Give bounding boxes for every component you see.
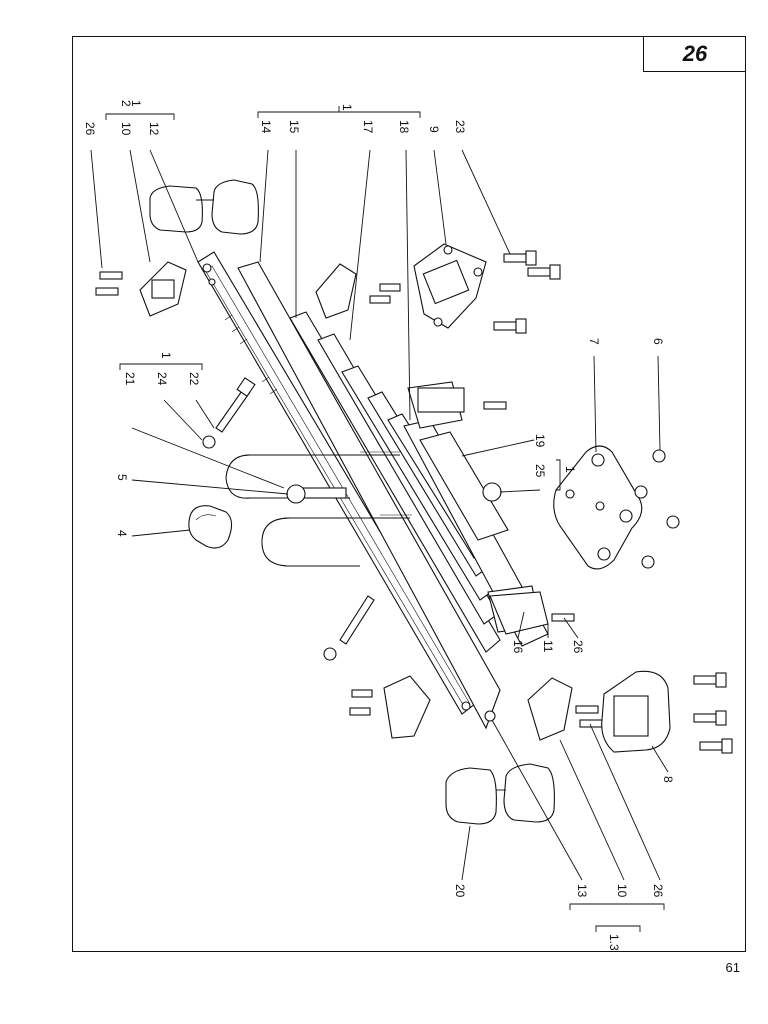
callout: 13 xyxy=(575,884,589,898)
leaf-14 xyxy=(237,261,501,730)
u-bolts xyxy=(225,451,412,567)
callout: 8 xyxy=(661,776,675,783)
bolt-22 xyxy=(202,377,256,449)
callout: 1 xyxy=(340,104,354,111)
callout: 17 xyxy=(361,120,375,134)
callout: 1 xyxy=(129,100,143,107)
bracket-lower-left xyxy=(349,675,431,739)
callout: 4 xyxy=(115,530,129,537)
nuts-6 xyxy=(482,449,680,569)
callout: 1.3 xyxy=(607,934,621,951)
callout: 23 xyxy=(453,120,467,134)
rubber-bumper-4 xyxy=(188,505,233,549)
bolts-8 xyxy=(693,672,733,754)
callout: 16 xyxy=(511,640,525,654)
shackle-lower-10 xyxy=(527,677,603,741)
callout: 26 xyxy=(571,640,585,654)
page-number: 61 xyxy=(725,960,740,975)
callout: 19 xyxy=(533,434,547,448)
group-brackets xyxy=(105,106,665,932)
callout: 14 xyxy=(259,120,273,134)
diagram-frame xyxy=(72,36,746,952)
bolt-lower xyxy=(323,595,375,661)
figure-number-badge: 26 xyxy=(643,36,746,72)
clamp-plate-19 xyxy=(419,431,509,541)
callout: 1 xyxy=(563,466,577,473)
leader-lines xyxy=(90,149,669,881)
bolts-23 xyxy=(493,250,561,334)
leaf-15 xyxy=(289,311,501,653)
spring-bracket-8 xyxy=(601,670,671,753)
callout: 18 xyxy=(397,120,411,134)
hanger-bracket-7 xyxy=(553,445,643,570)
callout: 15 xyxy=(287,120,301,134)
callout: 10 xyxy=(119,122,133,136)
callout: 26 xyxy=(651,884,665,898)
bolts-26-top xyxy=(95,271,123,296)
callout: 5 xyxy=(115,474,129,481)
callout: 22 xyxy=(187,372,201,386)
callout: 9 xyxy=(427,126,441,133)
callout: 2 xyxy=(119,100,133,107)
rubber-bush-20 xyxy=(445,763,555,825)
callout: 20 xyxy=(453,884,467,898)
callout: 25 xyxy=(533,464,547,478)
callout: 21 xyxy=(123,372,137,386)
rubber-bush-top xyxy=(149,179,259,235)
callout: 10 xyxy=(615,884,629,898)
bracket-mid-right xyxy=(417,387,507,413)
shackle-10 xyxy=(139,261,187,317)
callout: 6 xyxy=(651,338,665,345)
callout: 26 xyxy=(83,122,97,136)
callout-labels: 1 26 10 2 1 12 14 15 17 18 9 23 7 6 21 2… xyxy=(83,100,675,951)
spring-bracket-9 xyxy=(413,243,487,329)
center-bolt-5 xyxy=(286,484,347,504)
callout: 12 xyxy=(147,122,161,136)
bracket-small-mid xyxy=(315,263,401,319)
leaf-spring-stack xyxy=(197,251,501,730)
callout: 1 xyxy=(159,352,173,359)
callout: 11 xyxy=(541,640,555,653)
callout: 24 xyxy=(155,372,169,386)
callout: 7 xyxy=(587,338,601,345)
